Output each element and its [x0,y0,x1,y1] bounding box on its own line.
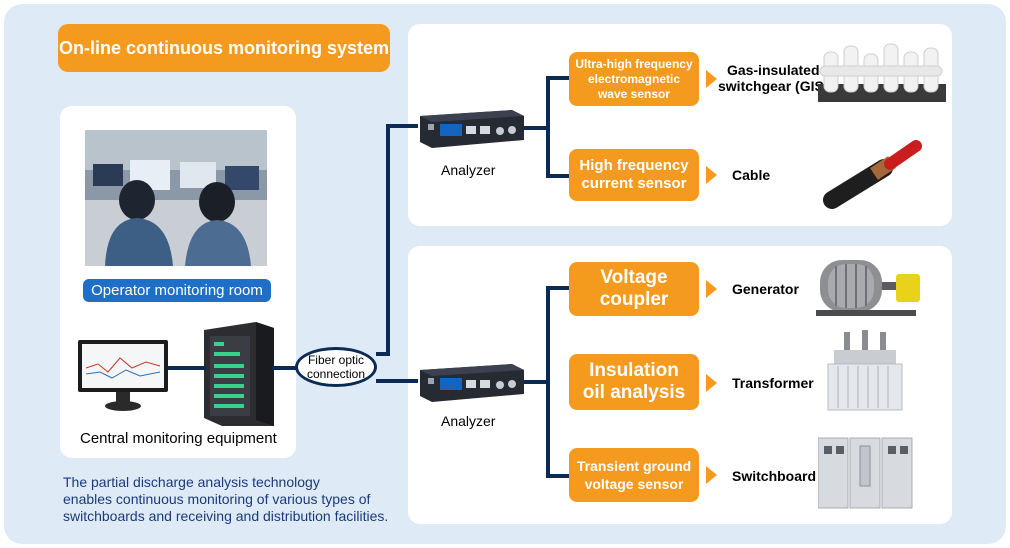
insulation-oil-analysis-box: Insulation oil analysis [569,354,699,410]
connection-line [386,124,418,128]
sensor-label-line: Transient ground [576,458,692,474]
sensor-label-line: current sensor [581,175,687,192]
connection-line [546,174,570,178]
fiber-label-line: Fiber optic [307,353,364,367]
connection-line [546,76,570,80]
operator-room-photo [85,130,267,266]
description-line: The partial discharge analysis technolog… [63,474,320,490]
gis-label: Gas-insulated switchgear (GIS) [718,62,828,94]
connection-line [376,352,390,356]
fiber-optic-connection: Fiber optic connection [295,347,377,387]
sensor-label-line: Ultra-high frequency [575,56,693,71]
connection-line [524,380,548,384]
arrow-icon [706,166,717,184]
sensor-label-line: wave sensor [597,86,671,101]
arrow-icon [706,374,717,392]
cable-icon [823,140,922,209]
sensor-label-line: Voltage [600,267,668,288]
generator-label: Generator [732,281,799,297]
hf-current-sensor-box: High frequency current sensor [569,149,699,201]
transient-ground-voltage-sensor-box: Transient ground voltage sensor [569,448,699,502]
transformer-icon [827,330,903,411]
central-monitoring-label: Central monitoring equipment [80,430,277,447]
system-title: On-line continuous monitoring system [58,24,390,72]
switchboard-label: Switchboard [732,468,817,484]
lower-analyzer-label: Analyzer [441,413,496,429]
sensor-label-line: voltage sensor [584,476,684,492]
operator-room-label: Operator monitoring room [83,279,271,302]
sensor-label-line: oil analysis [582,382,686,403]
arrow-icon [706,466,717,484]
sensor-label-line: High frequency [579,157,689,174]
connection-line [386,124,390,356]
cable-label: Cable [732,167,771,183]
gis-equipment-icon [818,43,946,102]
connection-line [272,366,296,370]
equipment-label-line: switchgear (GIS) [718,78,829,94]
server-rack-icon [204,322,274,426]
connection-line [546,76,550,176]
connection-line [524,126,548,130]
transformer-label: Transformer [732,375,814,391]
lower-analyzer-icon [420,364,524,402]
voltage-coupler-box: Voltage coupler [569,262,699,316]
connection-line [546,286,550,476]
description-text: The partial discharge analysis technolog… [63,474,413,525]
upper-analyzer-icon [420,110,524,148]
sensor-label-line: Insulation [589,360,679,381]
monitor-icon [78,340,168,411]
connection-line [546,474,570,478]
arrow-icon [706,280,717,298]
fiber-label-line: connection [306,367,366,381]
description-line: switchboards and receiving and distribut… [63,508,389,524]
equipment-label-line: Gas-insulated [726,62,820,78]
description-line: enables continuous monitoring of various… [63,491,371,507]
switchboard-icon [818,437,913,509]
arrow-icon [706,70,717,88]
upper-analyzer-label: Analyzer [441,162,496,178]
sensor-label-line: coupler [599,289,669,310]
sensor-label-line: electromagnetic [587,71,681,86]
generator-icon [816,260,920,316]
connection-line [376,379,418,383]
uhf-sensor-box: Ultra-high frequency electromagnetic wav… [569,52,699,106]
connection-line [168,366,206,370]
connection-line [546,286,570,290]
